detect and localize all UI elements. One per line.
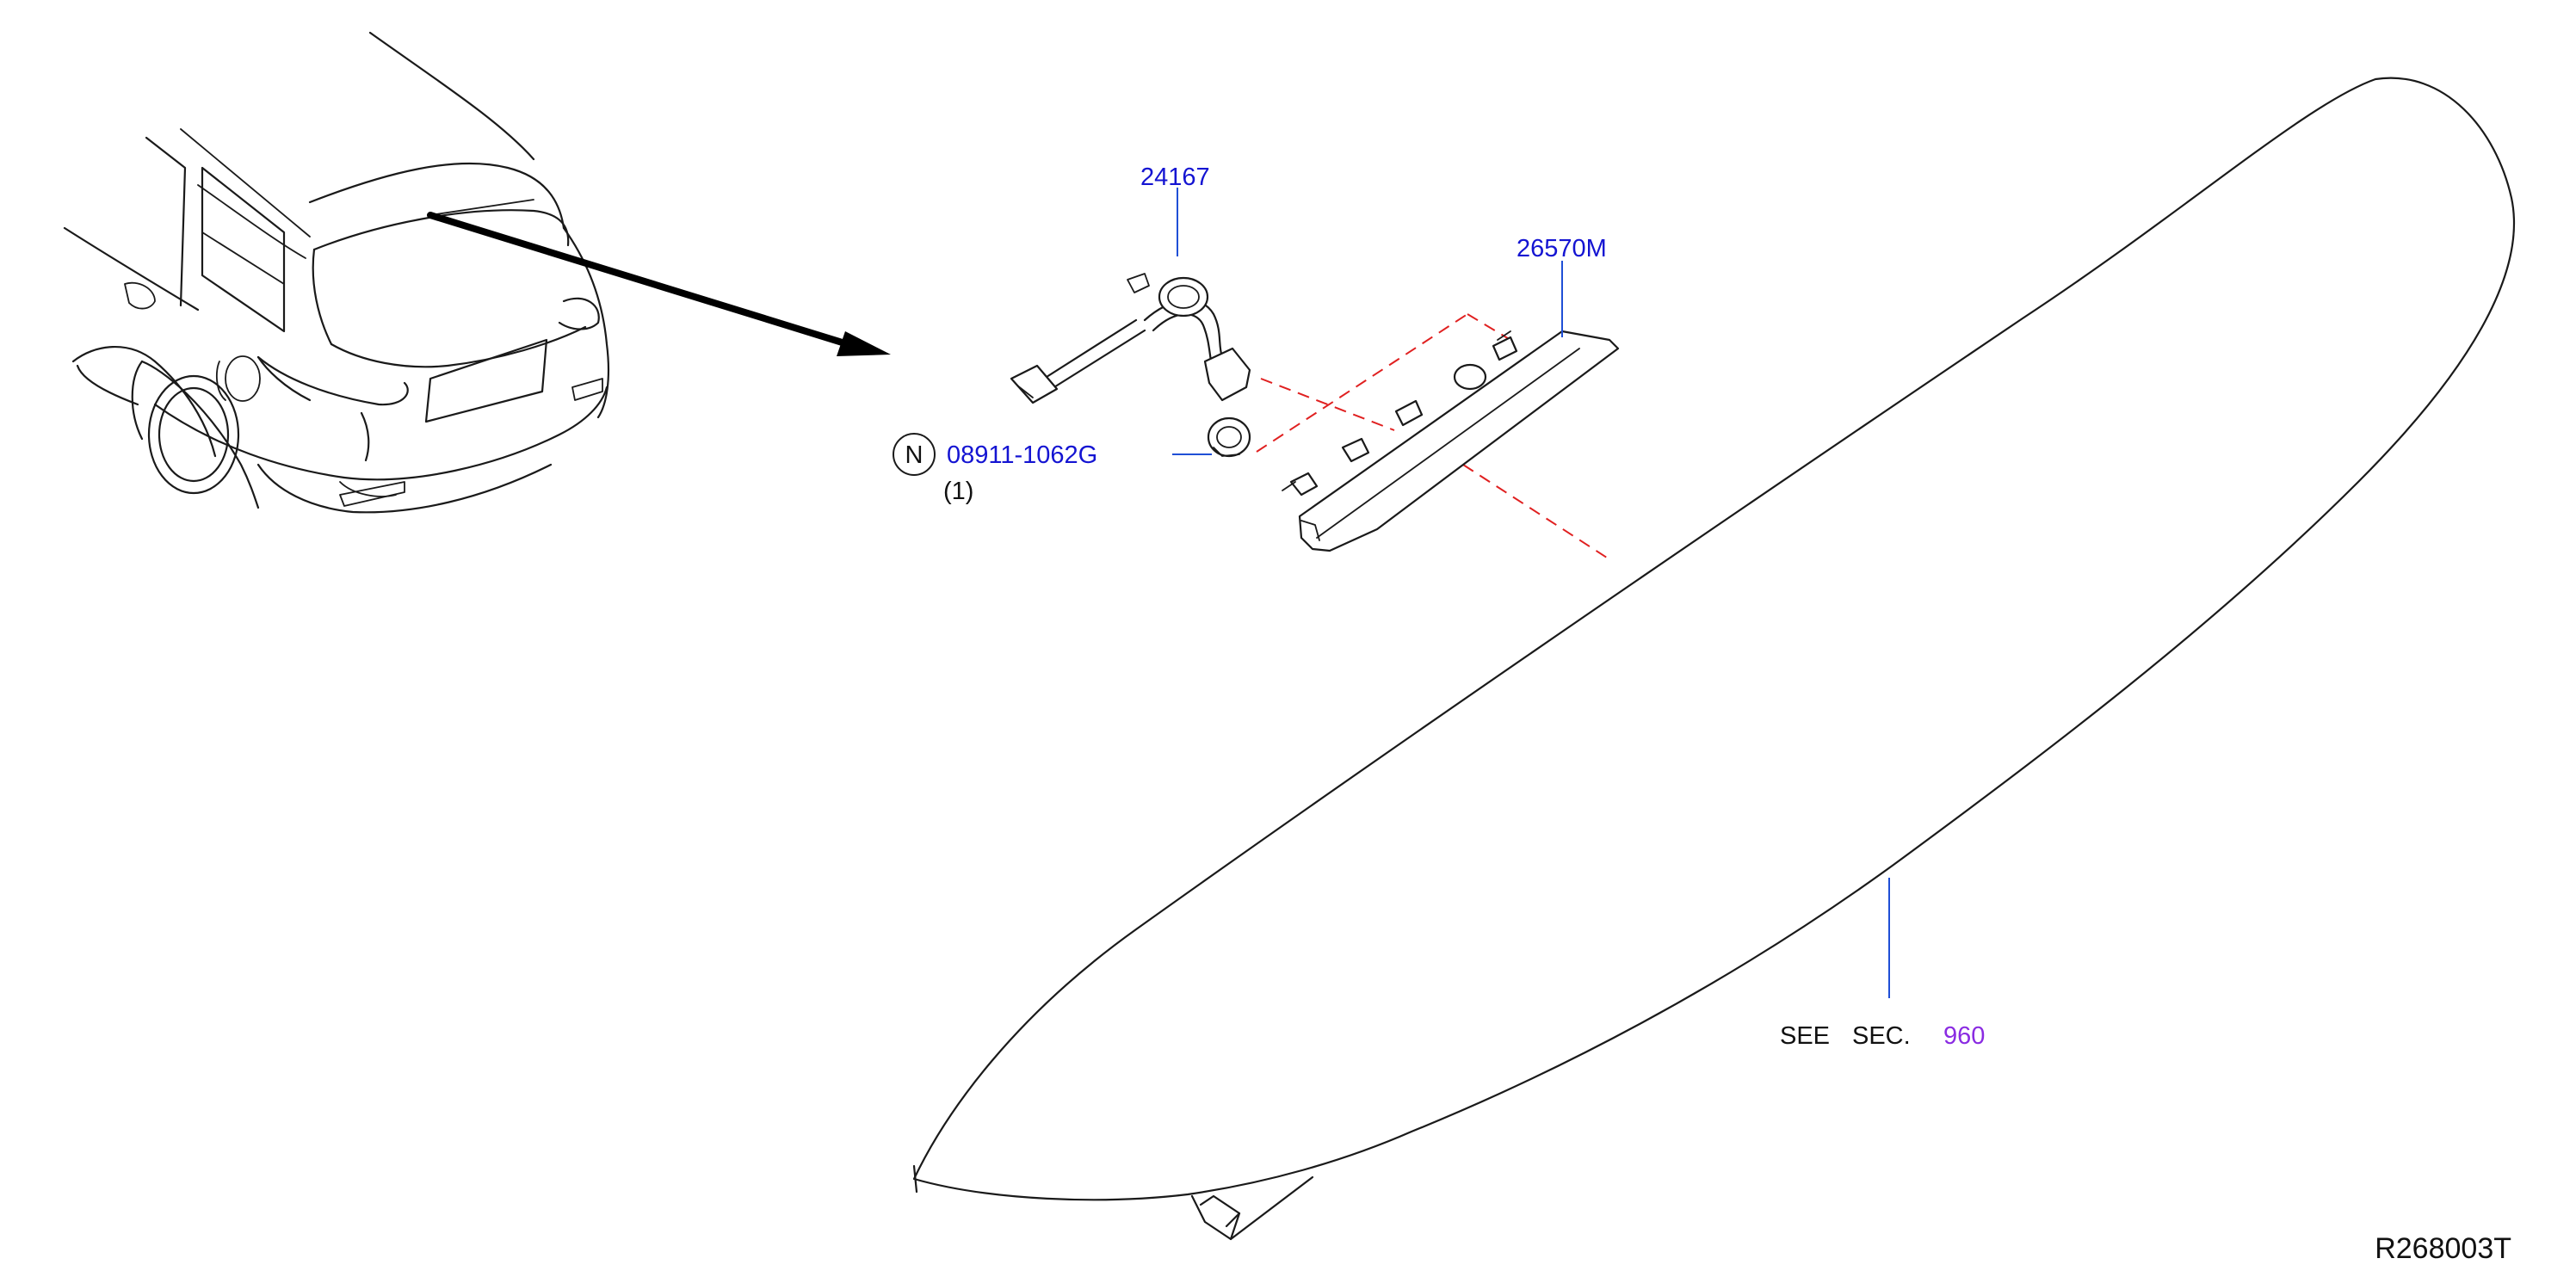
location-arrow [427, 212, 891, 356]
part-number-24167[interactable]: 24167 [1140, 163, 1210, 191]
vehicle-rear-view [63, 31, 610, 514]
alignment-line-1 [1256, 313, 1468, 453]
harness-assembly [1010, 273, 1251, 404]
high-mount-stop-lamp [1256, 313, 1620, 560]
alignment-line-4 [1462, 464, 1610, 560]
see-label: SEE [1780, 1022, 1830, 1050]
new-part-circle-icon [893, 433, 936, 476]
alignment-line-3 [1260, 378, 1395, 431]
nut-callout: N 08911-1062G (1) [893, 433, 1097, 505]
part-number-08911-1062g[interactable]: 08911-1062G [947, 441, 1097, 469]
new-part-symbol: N [905, 441, 924, 469]
part-number-26570m[interactable]: 26570M [1517, 235, 1607, 262]
section-960-link[interactable]: 960 [1943, 1022, 1985, 1050]
section-reference: SEE SEC. 960 [1780, 1022, 1985, 1050]
quantity-label: (1) [943, 478, 973, 505]
rear-spoiler [912, 77, 2515, 1241]
diagram-reference-code: R268003T [2375, 1232, 2511, 1265]
sec-label: SEC. [1852, 1022, 1911, 1050]
nut-part [1207, 416, 1251, 458]
